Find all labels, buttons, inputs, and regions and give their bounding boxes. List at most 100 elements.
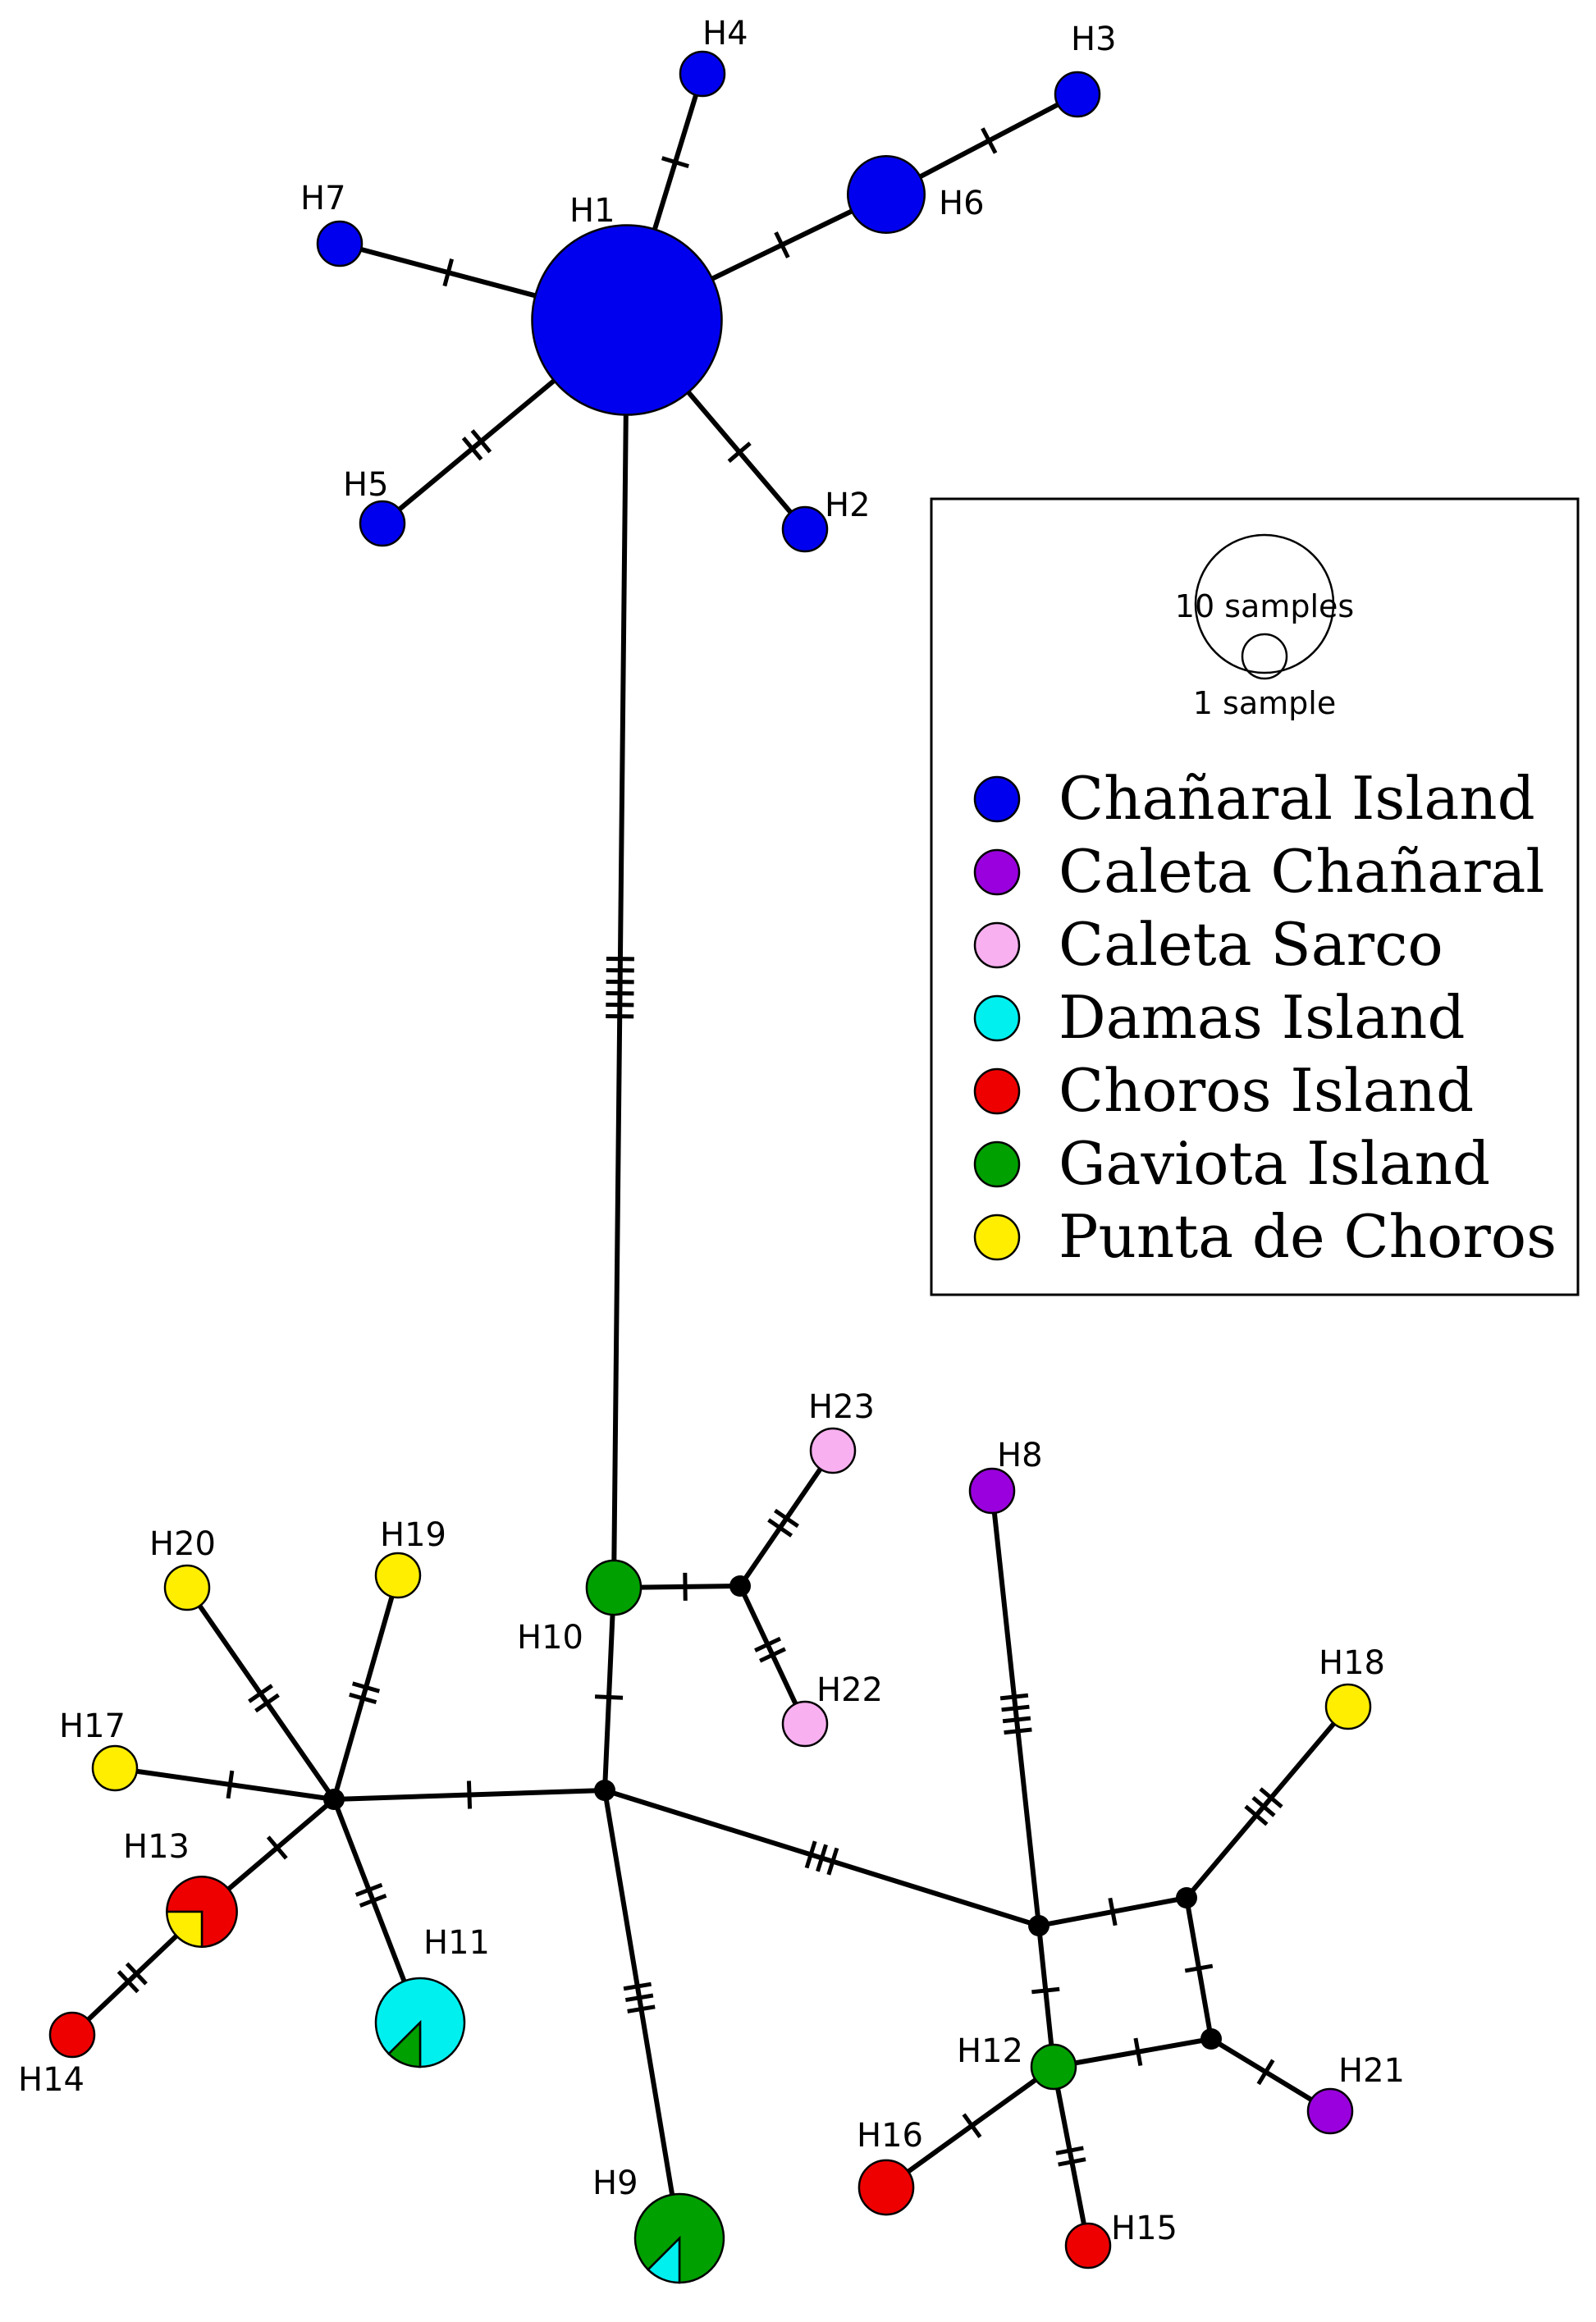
legend-label-chanaral-island: Chañaral Island	[1059, 764, 1535, 833]
node-h4	[679, 50, 726, 98]
mutation-tick	[117, 1970, 139, 1994]
mutation-tick	[804, 1840, 817, 1869]
label-h18: H18	[1319, 1644, 1385, 1682]
mutation-tick	[1001, 1704, 1030, 1712]
mutation-tick	[1055, 2146, 1084, 2155]
mutation-tick	[624, 1993, 654, 2003]
label-h17: H17	[59, 1707, 126, 1745]
label-h14: H14	[18, 2061, 85, 2099]
label-h21: H21	[1338, 2052, 1405, 2090]
label-h12: H12	[957, 2032, 1023, 2070]
scale-label-large: 10 samples	[1175, 588, 1354, 624]
mutation-tick	[349, 1692, 377, 1705]
node-h16	[857, 2159, 915, 2216]
mutation-tick	[661, 156, 689, 169]
mutation-tick	[1004, 1727, 1032, 1735]
legend-swatch-caleta-sarco	[973, 921, 1021, 969]
haplotype-h7	[316, 220, 364, 267]
mutation-tick	[767, 1518, 793, 1538]
mutation-tick	[1031, 1986, 1060, 1995]
label-h5: H5	[343, 466, 389, 504]
mutation-tick	[359, 1893, 387, 1908]
label-h11: H11	[423, 1924, 490, 1962]
label-h15: H15	[1111, 2210, 1178, 2247]
edge-MV5-H18	[1184, 1705, 1351, 1899]
node-h2	[781, 505, 829, 553]
edge-H12-H16	[885, 2064, 1055, 2190]
median-vector-mv5	[1176, 1887, 1197, 1908]
node-h23	[809, 1427, 857, 1474]
edge-MV6-H21	[1210, 2036, 1332, 2114]
mutation-tick	[470, 429, 492, 454]
pie-slice-gaviota-island	[387, 2019, 422, 2068]
haplotype-h23	[809, 1427, 857, 1474]
haplotype-h18	[1324, 1683, 1372, 1730]
label-h4: H4	[702, 15, 748, 53]
node-h15	[1064, 2222, 1112, 2269]
node-h7	[316, 220, 364, 267]
mutation-tick	[962, 2113, 982, 2138]
node-h14	[48, 2011, 96, 2059]
node-h21	[1306, 2087, 1354, 2135]
edge-H10-MV2	[602, 1587, 616, 1791]
haplotype-h1	[531, 224, 723, 416]
mutation-tick	[461, 437, 483, 461]
node-h6	[846, 154, 926, 235]
haplotype-h14	[48, 2011, 96, 2059]
mutation-tick	[774, 1508, 799, 1529]
edge-MV6-H12	[1053, 2036, 1212, 2069]
edge-MV2-H9	[602, 1789, 682, 2239]
mutation-tick	[125, 1962, 148, 1986]
legend-swatch-choros-island	[973, 1067, 1021, 1115]
haplotype-h8	[968, 1467, 1016, 1515]
legend: 10 samples 1 sample Chañaral IslandCalet…	[930, 497, 1580, 1296]
mutation-tick	[1259, 1787, 1283, 1809]
mutation-tick	[623, 1981, 652, 1991]
edge-H1-H10	[611, 319, 629, 1588]
label-h8: H8	[997, 1437, 1043, 1474]
label-h16: H16	[857, 2117, 923, 2155]
legend-label-damas-island: Damas Island	[1059, 983, 1466, 1052]
median-vector-mv6	[1200, 2028, 1222, 2050]
haplotype-h6	[846, 154, 926, 235]
legend-swatch-gaviota-island	[973, 1140, 1021, 1188]
label-h2: H2	[825, 487, 871, 524]
mutation-tick	[627, 2004, 656, 2013]
node-h20	[163, 1564, 211, 1611]
haplotype-h5	[359, 500, 406, 547]
node-h8	[968, 1467, 1016, 1515]
node-h1	[531, 224, 723, 416]
mutation-tick	[1184, 1963, 1214, 1973]
median-vector-mv4	[1028, 1915, 1050, 1936]
mutation-tick	[248, 1684, 273, 1703]
legend-swatch-damas-island	[973, 994, 1021, 1042]
mutation-tick	[1251, 1795, 1276, 1817]
nodes-layer	[48, 50, 1372, 2284]
mutation-tick	[759, 1647, 786, 1663]
pie-slice-damas-island	[647, 2235, 681, 2284]
label-h19: H19	[380, 1516, 446, 1554]
labels-layer: H1H2H3H4H5H6H7H8H9H10H11H12H13H14H15H16H…	[18, 15, 1405, 2247]
haplotype-h10	[585, 1559, 643, 1616]
mutation-tick	[1256, 2059, 1275, 2086]
haplotype-h13	[166, 1876, 238, 1948]
haplotype-h9	[633, 2192, 725, 2284]
pie-slice-choros-island	[166, 1876, 238, 1948]
node-h19	[374, 1552, 422, 1599]
mutation-tick	[774, 231, 790, 258]
mutation-tick	[442, 258, 455, 287]
haplotype-h19	[374, 1552, 422, 1599]
mutation-tick	[1002, 1716, 1031, 1724]
mutation-tick	[1108, 1897, 1118, 1927]
mutation-tick	[826, 1847, 839, 1876]
label-h22: H22	[816, 1671, 883, 1709]
mutation-tick	[226, 1770, 235, 1799]
haplotype-h21	[1306, 2087, 1354, 2135]
haplotype-h22	[781, 1700, 829, 1748]
node-h12	[1030, 2043, 1077, 2091]
mutation-tick	[981, 127, 998, 154]
label-h6: H6	[939, 185, 985, 222]
mutation-tick	[816, 1844, 828, 1872]
